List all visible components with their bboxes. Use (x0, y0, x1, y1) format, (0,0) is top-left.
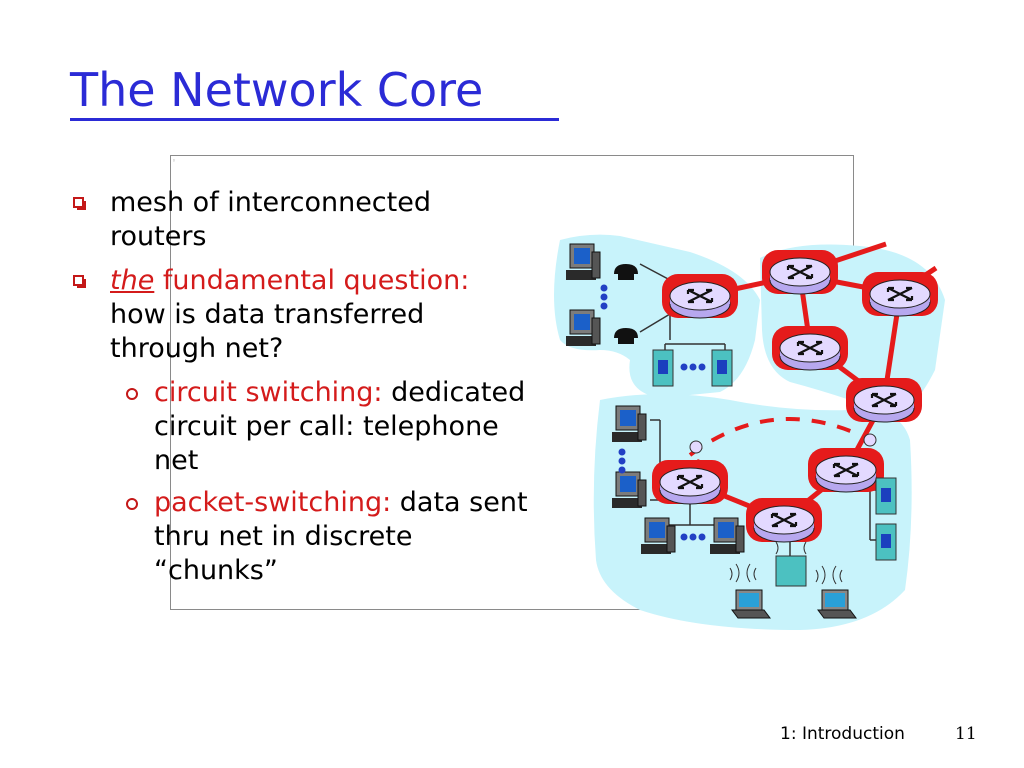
router-icon (762, 250, 838, 294)
page-number: 11 (955, 724, 977, 744)
circle-bullet-icon (126, 388, 138, 400)
bullet-list: mesh of interconnected routers the funda… (70, 186, 530, 596)
router-icon (662, 274, 738, 318)
bullet-mesh: mesh of interconnected routers (70, 186, 530, 254)
term-circuit-switching: circuit switching: (154, 377, 383, 408)
router-icon (746, 498, 822, 542)
router-icon (808, 448, 884, 492)
router-icon (862, 272, 938, 316)
network-core-diagram (554, 234, 945, 630)
server-icon (711, 349, 733, 387)
server-icon (875, 477, 897, 515)
sub-bullet-packet: packet-switching: data sent thru net in … (70, 486, 530, 588)
circuit-dashed-link (688, 417, 861, 457)
sub-bullet-text: data sent thru net in discrete “chunks” (154, 487, 528, 586)
emphasis-the: the (110, 265, 155, 296)
server-icon (875, 523, 897, 561)
bullet-question: the fundamental question: how is data tr… (70, 264, 530, 366)
circle-bullet-icon (126, 498, 138, 510)
wireless-base-station-icon (775, 555, 807, 587)
sub-bullet-text: dedicated circuit per call: telephone ne… (154, 377, 526, 476)
wireless-signal-icon (729, 541, 843, 585)
router-icon (846, 378, 922, 422)
server-icon (652, 349, 674, 387)
footer-section-label: 1: Introduction (780, 724, 905, 744)
title-underline (70, 118, 559, 121)
emphasis-question: fundamental question: (154, 265, 470, 296)
router-icon (772, 326, 848, 370)
satellite-dish-icon (689, 433, 877, 454)
router-icon (652, 460, 728, 504)
bullet-text: how is data transferred through net? (110, 299, 425, 364)
sub-bullet-circuit: circuit switching: dedicated circuit per… (70, 376, 530, 478)
square-bullet-icon (73, 275, 84, 286)
frame-caption-mark: ▯ (173, 158, 175, 162)
bullet-text: mesh of interconnected routers (110, 187, 431, 252)
term-packet-switching: packet-switching: (154, 487, 392, 518)
square-bullet-icon (73, 197, 84, 208)
ellipsis-dots (600, 284, 706, 541)
host-group (565, 243, 897, 619)
slide-title: The Network Core (70, 63, 484, 117)
